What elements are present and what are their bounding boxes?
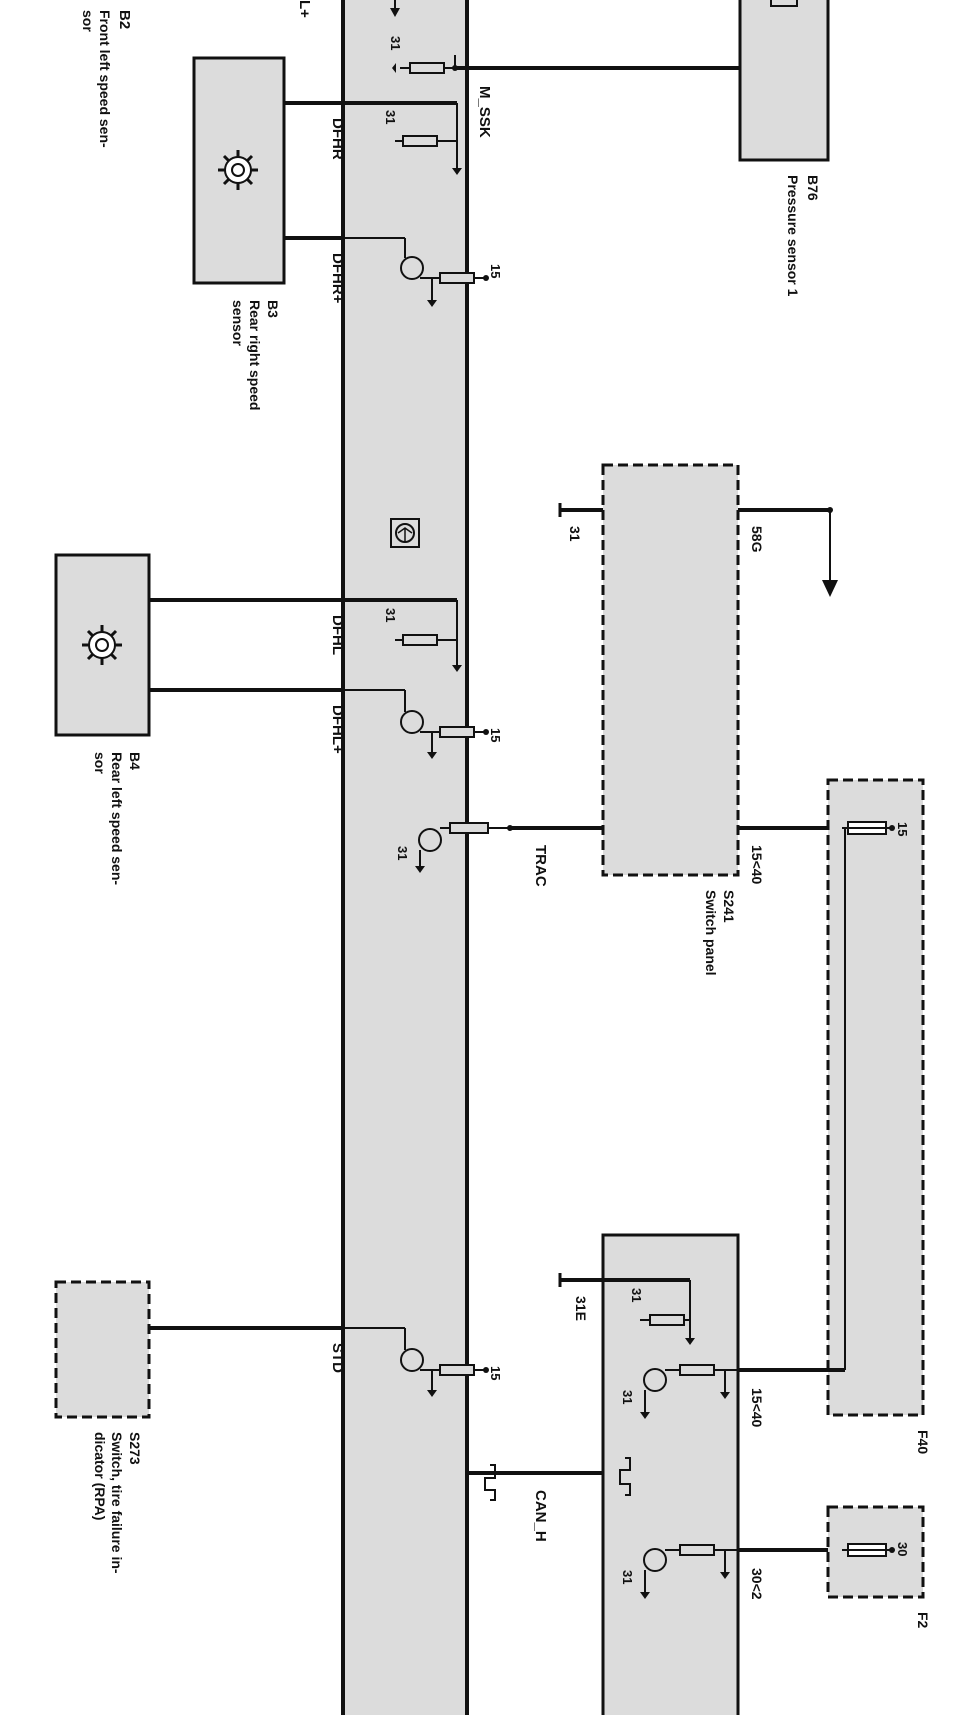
b3-name-line1: Rear right speed [247,300,263,410]
control-unit-icon [390,518,420,548]
dfhl-plus-top-label: L+ [296,0,313,18]
std-label: STD [329,1343,346,1373]
b76-name: Pressure sensor 1 [785,175,801,297]
m-ssk-label: M_SSK [476,86,493,138]
s241-terminal-31-label: 31 [567,526,583,542]
s241-terminal-15-40: 15<40 [749,845,765,885]
trac-label: TRAC [532,845,549,887]
dfhl-label: DFHL [329,615,346,655]
b3-code: B3 [265,300,281,318]
s241-code: S241 [721,890,737,923]
control-unit-strip [341,0,469,1720]
b4-code: B4 [127,752,143,770]
dfhl-plus-transistor: 15 [343,689,503,759]
lower-unit-31e-ground: 31E [558,1273,690,1321]
trac-terminal-31: 31 [395,846,410,860]
b2-name-line2: sor [80,10,96,32]
can-h-label: CAN_H [532,1490,549,1542]
f40-terminal-15: 15 [895,822,910,836]
dfhl-internal-pulldown: 31 [383,600,462,672]
lower-unit-15-40-transistor: 31 [620,1364,738,1419]
std-transistor: 15 [343,1327,503,1397]
b76-sensor-icon [770,0,798,7]
s273-name-line2: dicator (RPA) [92,1432,108,1520]
lower-unit-15-40-terminal-31: 31 [620,1390,635,1404]
b3-sensor-box [192,56,286,285]
lower-right-control-unit-box [601,1233,740,1720]
f40-code: F40 [915,1430,931,1454]
s241-name: Switch panel [703,890,719,976]
s241-58g-output: 58G [738,507,838,597]
m-ssk-terminal-31: 31 [388,36,403,50]
arrow-down-icon [390,0,400,17]
lower-unit-31-pulldown: 31 [629,1280,695,1345]
dfhl-plus-label: DFHL+ [329,705,346,754]
b3-gear-icon [218,150,258,190]
b4-name-line2: sor [92,752,108,774]
can-h-pulse-icon-lower-unit [619,1457,631,1496]
lower-unit-30-2-terminal-31: 31 [620,1570,635,1584]
s241-terminal-31-ground: 31 [558,503,603,542]
b4-gear-icon [82,625,122,665]
dfhr-plus-transistor: 15 [343,237,503,307]
lower-unit-terminal-31: 31 [629,1288,644,1302]
lower-unit-terminal-15-40: 15<40 [749,1388,765,1428]
dfhr-label: DFHR [329,118,346,160]
f2-fuse-icon: 30 [842,1542,910,1557]
f40-fuse-box [826,778,925,1417]
s241-switch-panel-box [601,463,740,877]
b4-name-line1: Rear left speed sen- [109,752,125,885]
b76-code: B76 [805,175,821,201]
f2-terminal-30: 30 [895,1542,910,1556]
dfhr-plus-label: DFHR+ [329,253,346,304]
b2-code: B2 [116,10,133,29]
can-h-pulse-icon-ecu [484,1464,496,1501]
std-terminal-15: 15 [488,1366,503,1380]
dfhl-plus-terminal-15: 15 [488,728,503,742]
dfhr-internal-pulldown: 31 [383,103,462,175]
dfhr-plus-terminal-15: 15 [488,264,503,278]
s273-code: S273 [127,1432,143,1465]
lower-unit-30-2-transistor: 31 [620,1544,738,1599]
lower-unit-terminal-31e: 31E [573,1296,589,1321]
f40-fuse-icon: 15 [842,821,910,836]
dfhl-terminal-31: 31 [383,608,398,622]
b3-name-line2: sensor [230,300,246,346]
b76-pressure-sensor-box [738,0,830,162]
s273-switch-box [54,1280,151,1419]
b2-name-line1: Front left speed sen- [97,10,113,148]
lower-unit-terminal-30-2: 30<2 [749,1568,765,1600]
s241-terminal-58g: 58G [749,526,765,553]
f2-code: F2 [915,1612,931,1629]
s273-name-line1: Switch, tire failure in- [109,1432,125,1574]
dfhr-terminal-31: 31 [383,110,398,124]
